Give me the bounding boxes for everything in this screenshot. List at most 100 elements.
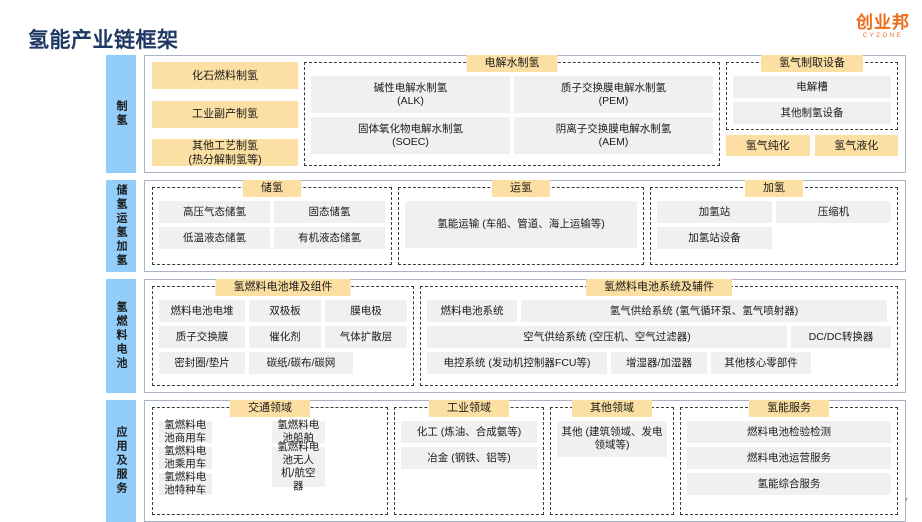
stage-label-storage-transport-refueling: 储氢运氢加氢 (106, 180, 136, 272)
stack-component-item[interactable]: 燃料电池电堆 (159, 300, 245, 322)
group-hydrogen-refueling: 加氢 加氢站 压缩机 加氢站设备 (650, 180, 898, 265)
production-method-item[interactable]: 其他工艺制氢(热分解制氢等) (152, 139, 298, 166)
group-water-electrolysis: 电解水制氢 碱性电解水制氢(ALK) 质子交换膜电解水制氢(PEM) 固体氧化物… (304, 55, 720, 166)
service-item[interactable]: 燃料电池检验检测 (687, 421, 891, 443)
transportation-item[interactable]: 氢燃料电池特种车 (159, 471, 212, 496)
group-body-other-sectors: 其他 (建筑领域、发电领域等) (557, 421, 667, 508)
chain-row-applications-services: 应用及服务 交通领域 氢燃料电池商用车 氢燃料电池乘用车 氢燃料电池特种车 氢燃… (106, 400, 906, 522)
group-body-hydrogen-services: 燃料电池检验检测 燃料电池运营服务 氢能综合服务 (687, 421, 891, 508)
group-body-hydrogen-storage: 高压气态储氢 固态储氢 低温液态储氢 有机液态储氢 (159, 201, 385, 258)
group-other-sectors: 其他领域 其他 (建筑领域、发电领域等) (550, 400, 674, 515)
production-method-item[interactable]: 工业副产制氢 (152, 100, 298, 128)
group-body-transportation-sector: 氢燃料电池商用车 氢燃料电池乘用车 氢燃料电池特种车 氢燃料电池船舶 氢燃料电池… (159, 419, 381, 508)
group-title-hydrogen-transport: 运氢 (492, 180, 550, 197)
group-title-other-sectors: 其他领域 (572, 400, 652, 417)
row-body-applications-services: 交通领域 氢燃料电池商用车 氢燃料电池乘用车 氢燃料电池特种车 氢燃料电池船舶 … (144, 400, 906, 522)
transportation-left-column: 氢燃料电池商用车 氢燃料电池乘用车 氢燃料电池特种车 (159, 419, 268, 496)
system-auxiliary-item[interactable]: 氢气供给系统 (氢气循环泵、氢气喷射器) (521, 300, 887, 322)
group-title-hydrogen-production-equipment: 氢气制取设备 (761, 55, 863, 72)
group-fuel-cell-system-auxiliaries: 氢燃料电池系统及辅件 燃料电池系统 氢气供给系统 (氢气循环泵、氢气喷射器) 空… (420, 279, 898, 386)
chain-row-storage-transport-refueling: 储氢运氢加氢 储氢 高压气态储氢 固态储氢 低温液态储氢 有机液态储氢 运氢 氢… (106, 180, 906, 272)
stack-component-item[interactable]: 催化剂 (249, 326, 321, 348)
group-body-hydrogen-refueling: 加氢站 压缩机 加氢站设备 (657, 201, 891, 258)
group-body-water-electrolysis: 碱性电解水制氢(ALK) 质子交换膜电解水制氢(PEM) 固体氧化物电解水制氢(… (311, 76, 713, 159)
storage-item[interactable]: 低温液态储氢 (159, 227, 270, 249)
group-transportation-sector: 交通领域 氢燃料电池商用车 氢燃料电池乘用车 氢燃料电池特种车 氢燃料电池船舶 … (152, 400, 388, 515)
system-auxiliary-item[interactable]: 电控系统 (发动机控制器FCU等) (427, 352, 607, 374)
group-hydrogen-transport: 运氢 氢能运输 (车船、管道、海上运输等) (398, 180, 644, 265)
hydrogen-liquefaction-item[interactable]: 氢气液化 (814, 135, 898, 156)
logo-latin-text: CYZONE (862, 33, 904, 39)
production-primary-methods: 化石燃料制氢 工业副产制氢 其他工艺制氢(热分解制氢等) (152, 62, 298, 166)
stack-component-item[interactable]: 双极板 (249, 300, 321, 322)
group-hydrogen-storage: 储氢 高压气态储氢 固态储氢 低温液态储氢 有机液态储氢 (152, 180, 392, 265)
industrial-item[interactable]: 化工 (炼油、合成氨等) (401, 421, 537, 443)
system-auxiliary-item[interactable]: DC/DC转换器 (791, 326, 891, 348)
purification-liquefaction-row: 氢气纯化 氢气液化 (726, 135, 898, 156)
stage-label-fuel-cell: 氢燃料电池 (106, 279, 136, 393)
refueling-item[interactable]: 压缩机 (776, 201, 891, 223)
electrolysis-item[interactable]: 阴离子交换膜电解水制氢(AEM) (514, 117, 713, 154)
brand-logo: 创业邦 CYZONE (856, 14, 910, 39)
service-item[interactable]: 燃料电池运营服务 (687, 447, 891, 469)
row-body-hydrogen-production: 化石燃料制氢 工业副产制氢 其他工艺制氢(热分解制氢等) 电解水制氢 碱性电解水… (144, 55, 906, 173)
group-body-fuel-cell-system-auxiliaries: 燃料电池系统 氢气供给系统 (氢气循环泵、氢气喷射器) 空气供给系统 (空压机、… (427, 300, 891, 379)
stack-component-item[interactable]: 密封圈/垫片 (159, 352, 245, 374)
row-body-fuel-cell: 氢燃料电池堆及组件 燃料电池电堆 双极板 膜电极 质子交换膜 催化剂 气体扩散层… (144, 279, 906, 393)
group-title-water-electrolysis: 电解水制氢 (466, 55, 558, 72)
page-title: 氢能产业链框架 (28, 29, 179, 52)
group-title-hydrogen-refueling: 加氢 (745, 180, 803, 197)
stack-component-item[interactable]: 质子交换膜 (159, 326, 245, 348)
chain-row-fuel-cell: 氢燃料电池 氢燃料电池堆及组件 燃料电池电堆 双极板 膜电极 质子交换膜 催化剂… (106, 279, 906, 393)
storage-item[interactable]: 有机液态储氢 (274, 227, 385, 249)
transport-item[interactable]: 氢能运输 (车船、管道、海上运输等) (405, 201, 637, 248)
system-auxiliary-item[interactable]: 燃料电池系统 (427, 300, 517, 322)
stage-label-applications-services: 应用及服务 (106, 400, 136, 522)
storage-item[interactable]: 固态储氢 (274, 201, 385, 223)
group-hydrogen-services: 氢能服务 燃料电池检验检测 燃料电池运营服务 氢能综合服务 (680, 400, 898, 515)
other-sector-item[interactable]: 其他 (建筑领域、发电领域等) (557, 421, 667, 457)
group-industrial-sector: 工业领域 化工 (炼油、合成氨等) 冶金 (钢铁、铝等) (394, 400, 544, 515)
electrolysis-item[interactable]: 质子交换膜电解水制氢(PEM) (514, 76, 713, 113)
stage-label-hydrogen-production: 制氢 (106, 55, 136, 173)
electrolysis-item[interactable]: 固体氧化物电解水制氢(SOEC) (311, 117, 510, 154)
equipment-item[interactable]: 电解槽 (733, 76, 891, 98)
stack-component-item[interactable]: 碳纸/碳布/碳网 (249, 352, 353, 374)
logo-chinese-text: 创业邦 (856, 13, 910, 32)
equipment-item[interactable]: 其他制氢设备 (733, 102, 891, 124)
group-body-hydrogen-production-equipment: 电解槽 其他制氢设备 (733, 76, 891, 124)
transportation-item[interactable]: 氢燃料电池商用车 (159, 419, 212, 444)
refueling-item[interactable]: 加氢站 (657, 201, 772, 223)
industrial-item[interactable]: 冶金 (钢铁、铝等) (401, 447, 537, 469)
service-item[interactable]: 氢能综合服务 (687, 473, 891, 495)
system-auxiliary-item[interactable]: 增湿器/加湿器 (611, 352, 707, 374)
stack-component-item[interactable]: 膜电极 (325, 300, 407, 322)
stack-component-item[interactable]: 气体扩散层 (325, 326, 407, 348)
group-fuel-cell-stack-components: 氢燃料电池堆及组件 燃料电池电堆 双极板 膜电极 质子交换膜 催化剂 气体扩散层… (152, 279, 414, 386)
transportation-right-column: 氢燃料电池船舶 氢燃料电池无人机/航空器 (272, 419, 381, 495)
group-title-hydrogen-services: 氢能服务 (749, 400, 829, 417)
system-auxiliary-item[interactable]: 其他核心零部件 (711, 352, 811, 374)
production-equipment-column: 氢气制取设备 电解槽 其他制氢设备 氢气纯化 氢气液化 (726, 55, 898, 166)
group-title-fuel-cell-system-auxiliaries: 氢燃料电池系统及辅件 (586, 279, 732, 296)
transportation-item[interactable]: 氢燃料电池乘用车 (159, 445, 212, 470)
system-auxiliary-item[interactable]: 空气供给系统 (空压机、空气过滤器) (427, 326, 787, 348)
row-body-storage-transport-refueling: 储氢 高压气态储氢 固态储氢 低温液态储氢 有机液态储氢 运氢 氢能运输 (车船… (144, 180, 906, 272)
transportation-item[interactable]: 氢燃料电池无人机/航空器 (272, 441, 325, 492)
electrolysis-item[interactable]: 碱性电解水制氢(ALK) (311, 76, 510, 113)
group-hydrogen-production-equipment: 氢气制取设备 电解槽 其他制氢设备 (726, 55, 898, 130)
group-body-hydrogen-transport: 氢能运输 (车船、管道、海上运输等) (405, 201, 637, 258)
group-title-hydrogen-storage: 储氢 (243, 180, 301, 197)
group-title-fuel-cell-stack-components: 氢燃料电池堆及组件 (215, 279, 351, 296)
group-body-industrial-sector: 化工 (炼油、合成氨等) 冶金 (钢铁、铝等) (401, 421, 537, 508)
refueling-item[interactable]: 加氢站设备 (657, 227, 772, 249)
production-method-item[interactable]: 化石燃料制氢 (152, 62, 298, 89)
storage-item[interactable]: 高压气态储氢 (159, 201, 270, 223)
hydrogen-purification-item[interactable]: 氢气纯化 (726, 135, 810, 156)
group-title-transportation-sector: 交通领域 (230, 400, 310, 417)
group-body-fuel-cell-stack-components: 燃料电池电堆 双极板 膜电极 质子交换膜 催化剂 气体扩散层 密封圈/垫片 碳纸… (159, 300, 407, 379)
hydrogen-value-chain-diagram: 制氢 化石燃料制氢 工业副产制氢 其他工艺制氢(热分解制氢等) 电解水制氢 碱性… (106, 55, 906, 522)
group-title-industrial-sector: 工业领域 (429, 400, 509, 417)
chain-row-hydrogen-production: 制氢 化石燃料制氢 工业副产制氢 其他工艺制氢(热分解制氢等) 电解水制氢 碱性… (106, 55, 906, 173)
transportation-item[interactable]: 氢燃料电池船舶 (272, 419, 325, 444)
